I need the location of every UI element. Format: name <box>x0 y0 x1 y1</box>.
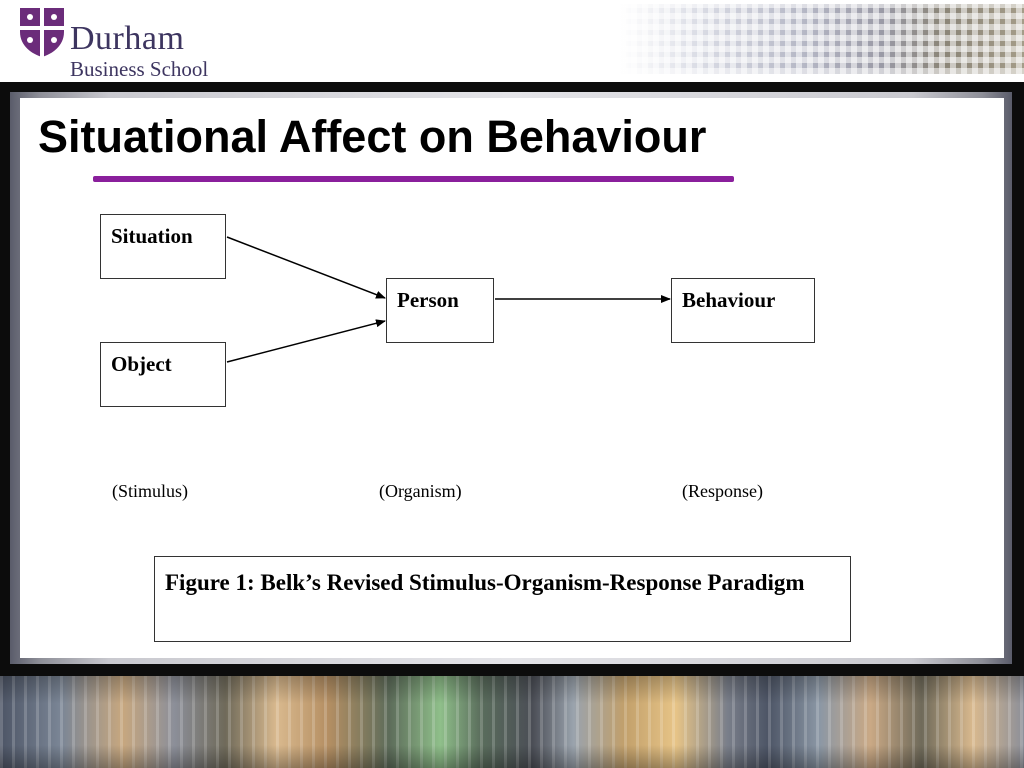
university-crest-icon <box>20 8 64 57</box>
slide-header: Durham Business School <box>0 0 1024 82</box>
footer-photo-strip <box>0 676 1024 768</box>
person-box <box>386 278 494 343</box>
footer-shading <box>0 676 1024 768</box>
situation-box <box>100 214 226 279</box>
response-label: (Response) <box>682 481 763 501</box>
logo-subtitle: Business School <box>70 57 209 81</box>
stimulus-label: (Stimulus) <box>112 481 189 501</box>
title-underline <box>93 176 734 182</box>
header-campus-photo <box>620 4 1024 74</box>
situation-label: Situation <box>111 224 193 248</box>
slide-title: Situational Affect on Behaviour <box>38 111 707 162</box>
object-label: Object <box>111 352 172 376</box>
figure-caption-box <box>154 556 851 642</box>
logo-wordmark: Durham <box>70 20 185 57</box>
behaviour-label: Behaviour <box>682 288 776 312</box>
person-label: Person <box>397 288 459 312</box>
figure-caption: Figure 1: Belk’s Revised Stimulus-Organi… <box>165 570 805 595</box>
behaviour-box <box>671 278 815 343</box>
object-box <box>100 342 226 407</box>
organism-label: (Organism) <box>379 481 462 501</box>
